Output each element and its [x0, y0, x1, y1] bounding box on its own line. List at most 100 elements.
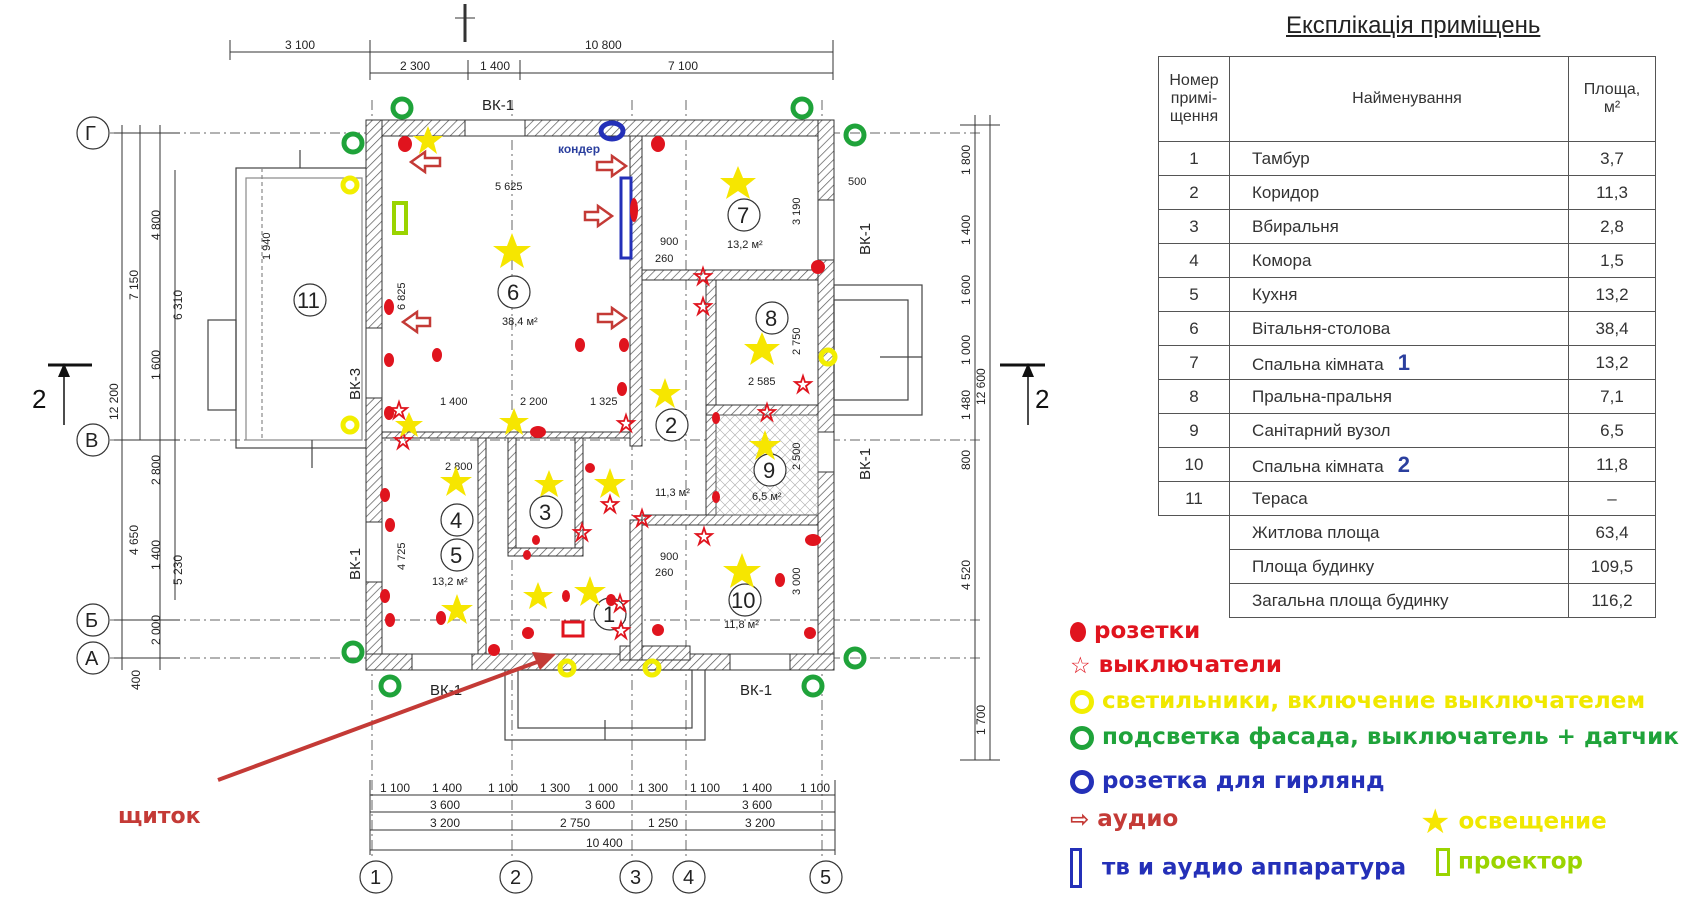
room-name-cell: Коридор [1229, 175, 1569, 210]
room-name-cell: Тераса [1229, 481, 1569, 516]
legend-audio-label: аудио [1097, 806, 1179, 832]
dim-inner-5625: 5 625 [495, 181, 523, 193]
dim-right-1800: 1 800 [959, 145, 973, 175]
room-num-9: 9 [763, 458, 775, 483]
room-num-4: 4 [450, 508, 462, 533]
legend-garland: розетка для гирлянд [1070, 768, 1385, 794]
room-name: Санітарний вузол [1252, 420, 1391, 440]
room-number-cell: 6 [1158, 311, 1230, 346]
legend-garland-label: розетка для гирлянд [1102, 768, 1385, 794]
legend-sockets-label: розетки [1094, 618, 1201, 644]
lamp-icon [1070, 689, 1094, 714]
legend-lighting-label: освещение [1458, 808, 1607, 835]
dim-inner-2800: 2 800 [445, 461, 473, 473]
legend-projector-label: проектор [1458, 848, 1583, 875]
room-number-cell: 10 [1158, 447, 1230, 482]
dim-inner-2585: 2 585 [748, 376, 776, 388]
dim-right-1400: 1 400 [959, 215, 973, 245]
room-number-cell: 3 [1158, 209, 1230, 244]
room-number-cell: 9 [1158, 413, 1230, 448]
legend-switches-label: выключатели [1098, 652, 1282, 678]
explication-table: Номер при­мі­щення Найменування Площа, м… [1158, 56, 1656, 618]
lamps [340, 175, 838, 678]
room-number-cell: 1 [1158, 141, 1230, 176]
side-porch [833, 284, 923, 416]
dim-b3-3: 3 200 [745, 816, 775, 830]
room-number-cell: 8 [1158, 379, 1230, 414]
header-area: Площа, м² [1568, 56, 1656, 142]
room-number-cell: 11 [1158, 481, 1230, 516]
room-area-6: 38,4 м² [502, 316, 538, 328]
room-area-10: 11,8 м² [724, 619, 759, 631]
room-area-cell: 13,2 [1568, 345, 1656, 380]
dim-b3-1: 2 750 [560, 816, 590, 830]
dim-left-2800: 2 800 [149, 455, 163, 485]
dim-inner-900b: 900 [660, 551, 678, 563]
section-arrow-right [1022, 363, 1034, 377]
legend-sockets: розетки [1070, 618, 1200, 644]
dim-left-6310: 6 310 [171, 290, 185, 320]
room-number-cell: 5 [1158, 277, 1230, 312]
room-name-cell: Тамбур [1229, 141, 1569, 176]
room-name: Кухня [1252, 284, 1298, 304]
legend-facade: подсветка фасада, выключатель + датчик [1070, 724, 1679, 750]
room-name-cell: Кухня [1229, 277, 1569, 312]
dim-left-1400: 1 400 [149, 540, 163, 570]
room-num-5: 5 [450, 543, 462, 568]
entrance-porch [504, 669, 706, 741]
dimensions-top [229, 4, 834, 80]
dim-inner-2750: 2 750 [791, 327, 803, 355]
dim-top-3100: 3 100 [285, 38, 315, 52]
dim-b1-8: 1 100 [800, 781, 830, 795]
dim-inner-4725: 4 725 [396, 542, 408, 570]
room-number-cell: 4 [1158, 243, 1230, 278]
dim-right-1000: 1 000 [959, 335, 973, 365]
axis-label-3: 3 [630, 867, 641, 889]
light-stars [395, 126, 781, 624]
dim-right-1480: 1 480 [959, 390, 973, 420]
room-area-cell: 38,4 [1568, 311, 1656, 346]
room-num-2: 2 [665, 413, 677, 438]
room-number-cell: 2 [1158, 175, 1230, 210]
dim-b1-3: 1 300 [540, 781, 570, 795]
room-name: Тамбур [1252, 148, 1310, 168]
table-row: 9 Санітарний вузол 6,5 [1158, 413, 1656, 448]
axis-label-g: Г [85, 123, 96, 145]
room-name-cell: Пральна-пральня [1229, 379, 1569, 414]
legend-lamps: светильники, включение выключателем [1070, 688, 1645, 714]
dim-left-4800: 4 800 [149, 210, 163, 240]
room-area-cell: 3,7 [1568, 141, 1656, 176]
room-area-cell: 6,5 [1568, 413, 1656, 448]
dim-right-12600: 12 600 [974, 368, 988, 405]
room-area-cell: 7,1 [1568, 379, 1656, 414]
totals-name-cell: Загальна площа будинку [1229, 583, 1569, 618]
dim-b3-0: 3 200 [430, 816, 460, 830]
room-num-1: 1 [603, 602, 615, 627]
section-arrow-left [58, 363, 70, 377]
window-label-top: ВК-1 [482, 97, 514, 114]
totals-name-cell: Площа будинку [1229, 549, 1569, 584]
dim-inner-2200: 2 200 [520, 396, 548, 408]
garland-socket [598, 120, 626, 142]
lighting-star-icon: ★ [1420, 802, 1451, 842]
dim-b1-2: 1 100 [488, 781, 518, 795]
projector-icon [1436, 848, 1450, 876]
dim-inner-3190: 3 190 [791, 197, 803, 225]
room-area-cell: 11,3 [1568, 175, 1656, 210]
dim-right-1700: 1 700 [974, 705, 988, 735]
audio-arrow-icon: ⇨ [1070, 806, 1090, 833]
ac-label: кондер [558, 142, 600, 156]
windows [365, 119, 835, 671]
legend-tv-label: тв и аудио аппаратура [1102, 854, 1407, 881]
dim-inner-6825: 6 825 [396, 282, 408, 310]
tv-rack-icon [1070, 848, 1082, 888]
